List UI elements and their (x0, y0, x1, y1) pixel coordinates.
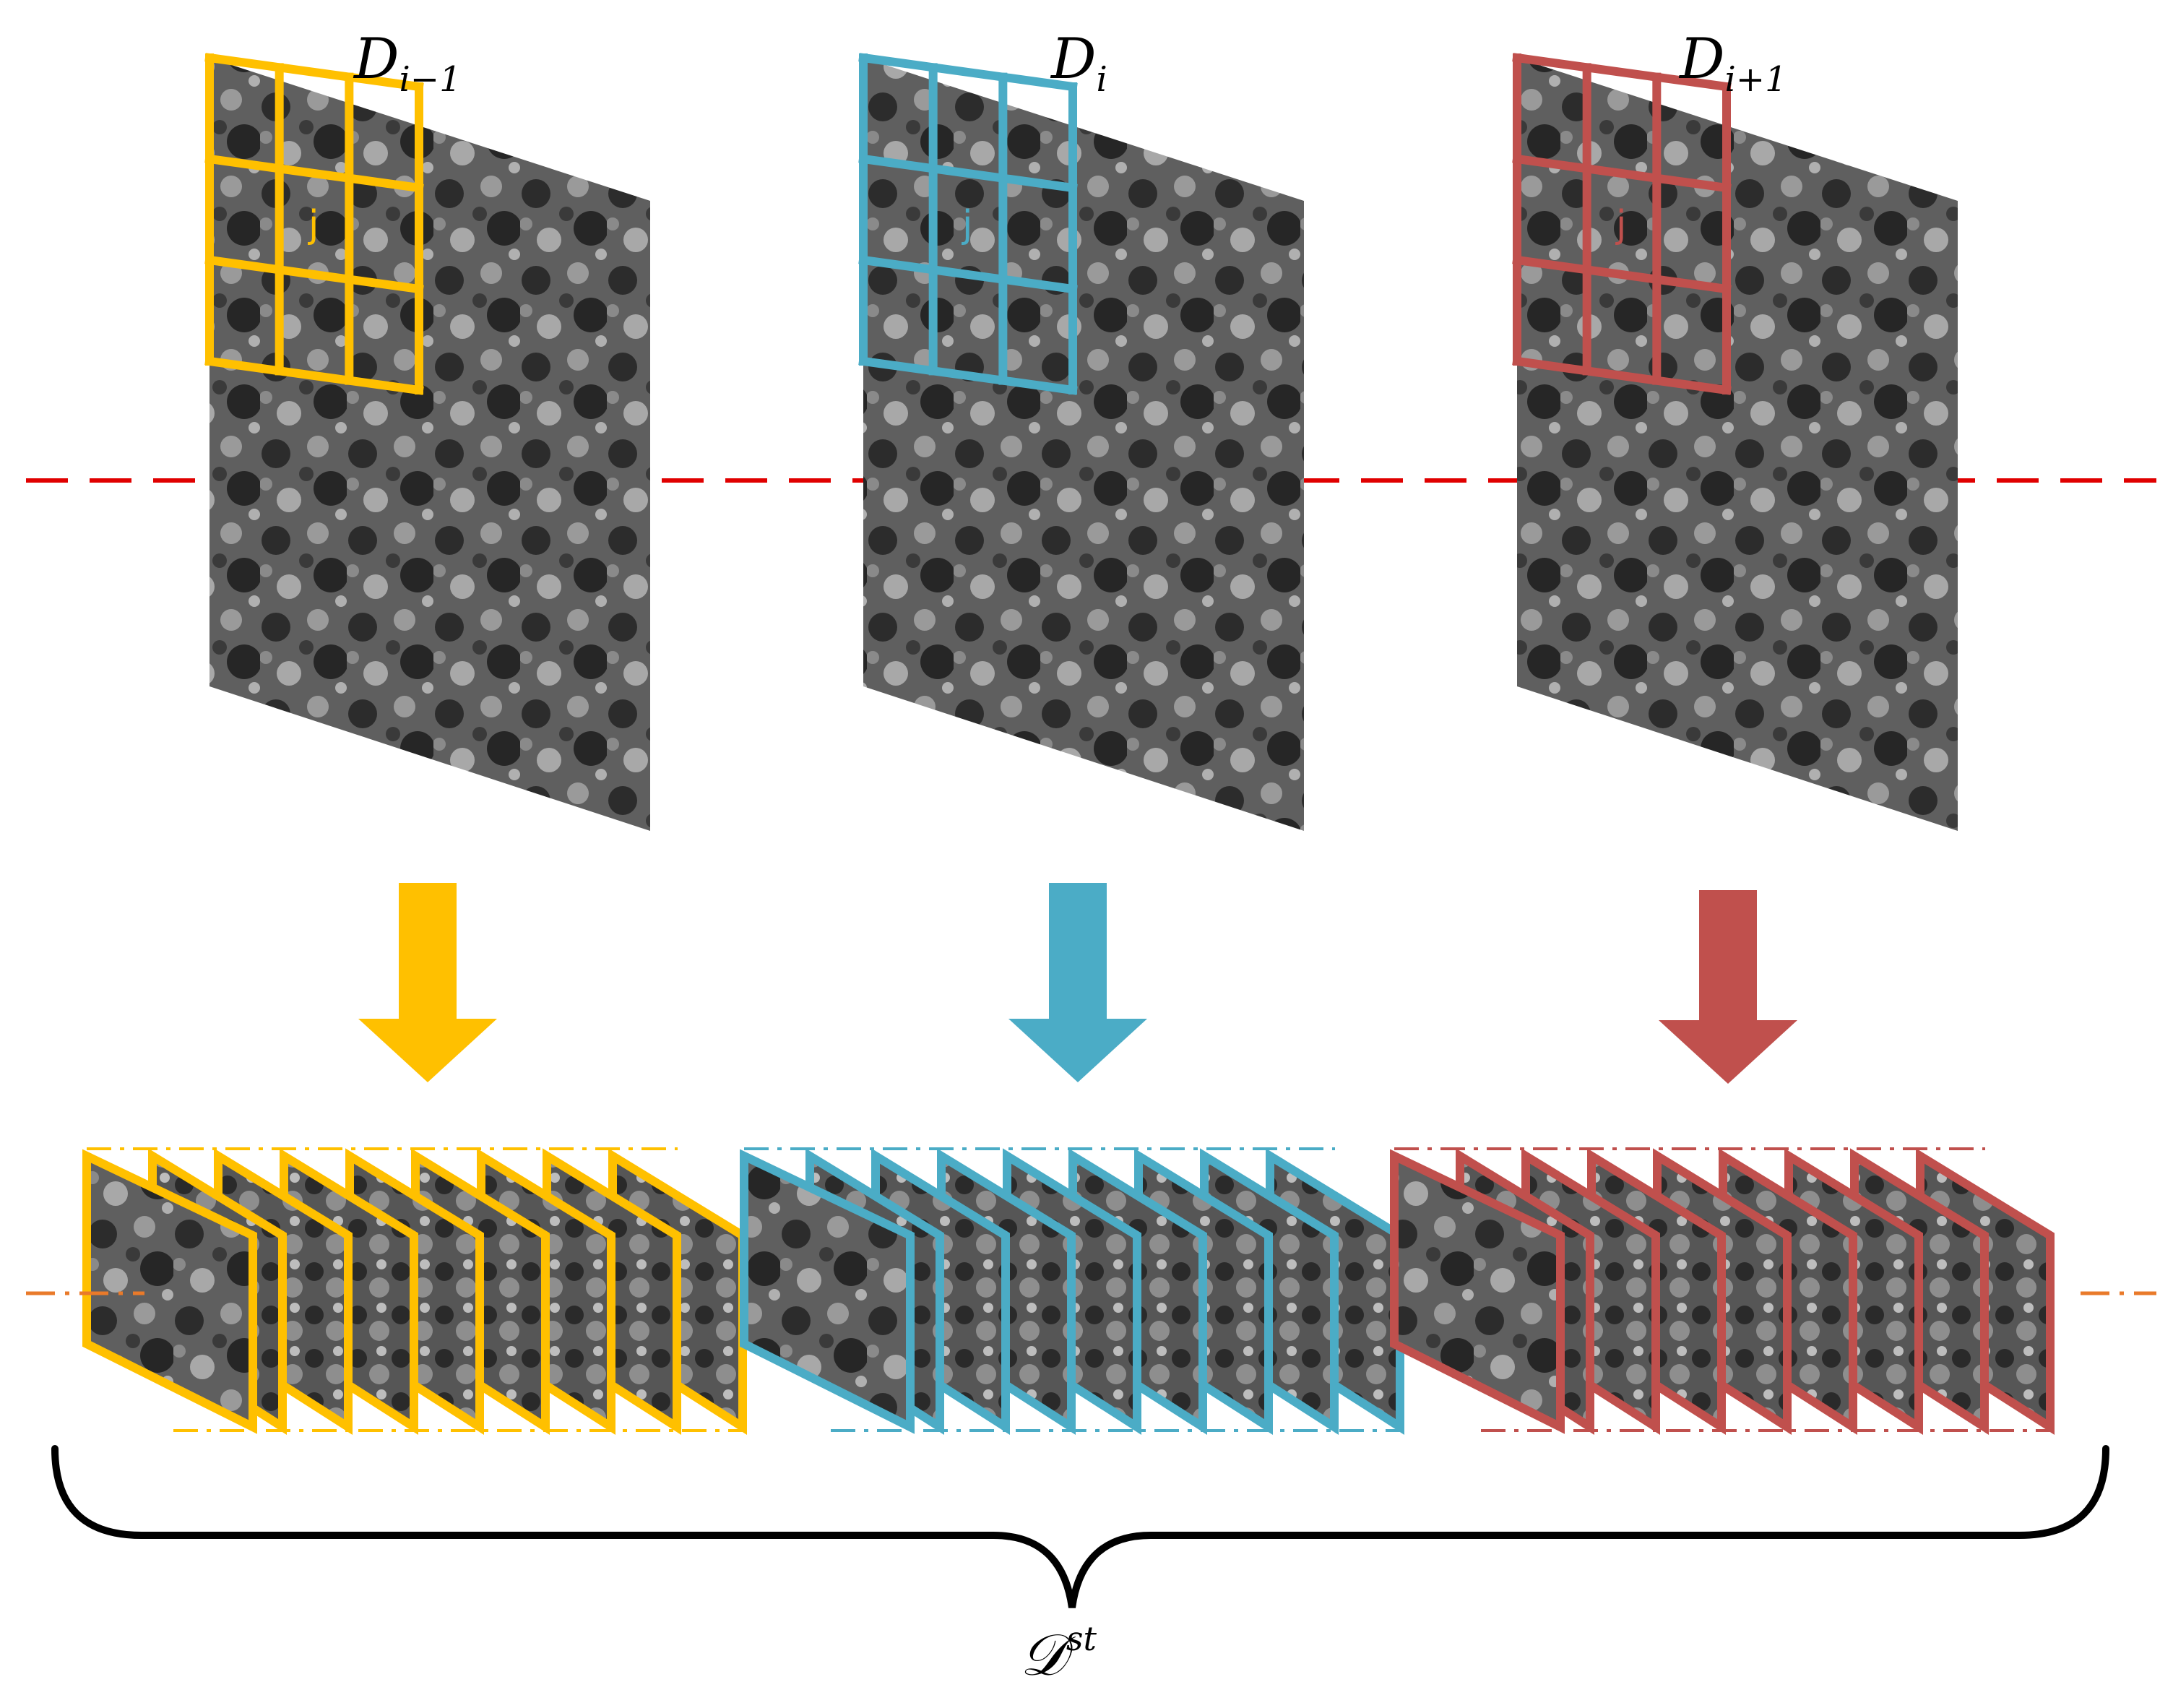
grid-line (1512, 53, 1732, 92)
panel-curr: j (858, 53, 1304, 831)
satellite-image (1517, 58, 1958, 831)
down-arrow-curr (1008, 883, 1147, 1082)
patch-frame (740, 1149, 915, 1434)
satellite-image (209, 58, 650, 831)
panel-next: j (1512, 53, 1958, 831)
patch-frame (82, 1149, 257, 1434)
brace-label: 𝒟st (1020, 1619, 1097, 1688)
grid-line (204, 154, 424, 193)
patch-frame (1390, 1149, 1565, 1434)
grid-line (204, 53, 424, 92)
grid-overlay (204, 53, 424, 395)
grid-line (204, 255, 424, 294)
grid-line (858, 154, 1078, 193)
grid-line (858, 356, 1078, 395)
grid-overlay (1512, 53, 1732, 395)
curly-brace (51, 1445, 2109, 1608)
patch-stack-prev (82, 1147, 747, 1435)
panel-label-prev: Di−1 (353, 27, 462, 100)
grid-line (204, 356, 424, 395)
panel-prev: j (204, 53, 650, 831)
grid-line (1512, 154, 1732, 193)
center-pixel-label: j (308, 203, 319, 246)
down-arrow-next (1659, 890, 1797, 1084)
satellite-image (863, 58, 1304, 831)
panel-label-next: Di+1 (1678, 27, 1787, 100)
grid-overlay (858, 53, 1078, 395)
patch-stack-next (1390, 1147, 2055, 1435)
center-pixel-label: j (962, 203, 972, 246)
grid-line (1512, 255, 1732, 294)
panel-label-curr: Di (1050, 27, 1107, 100)
grid-line (858, 255, 1078, 294)
patch-stack-curr (740, 1147, 1404, 1435)
grid-line (1512, 356, 1732, 395)
down-arrow-prev (358, 883, 497, 1082)
grid-line (858, 53, 1078, 92)
center-pixel-label: j (1615, 203, 1626, 246)
